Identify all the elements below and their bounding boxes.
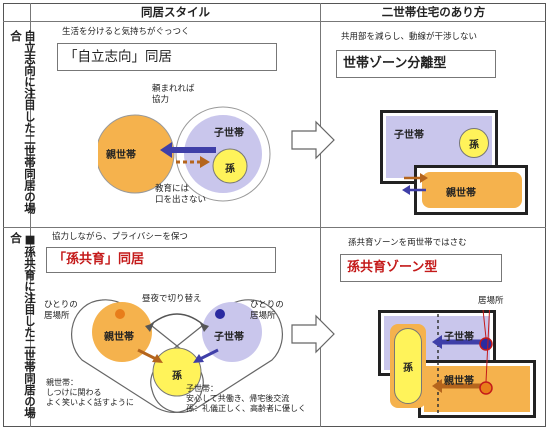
row2-left-diagram xyxy=(71,299,283,413)
column-divider xyxy=(320,3,321,427)
plan2-overlay xyxy=(432,310,493,416)
row2-label: ■孫共育に注目した二世帯同居の場合 xyxy=(9,232,37,419)
parent-place-label: ひとりの 居場所 xyxy=(44,300,78,321)
row2-left-title: 「孫共育」同居 xyxy=(46,247,276,273)
row1-left-title: 「自立志向」同居 xyxy=(57,43,277,71)
child-place-label: ひとりの 居場所 xyxy=(250,300,284,321)
child-label: 子世帯 xyxy=(214,128,244,139)
table-frame xyxy=(3,3,546,427)
row1-left-diagram: 親世帯 子世帯 孫 xyxy=(98,104,318,222)
grandchild-zone: 孫 xyxy=(394,328,422,404)
plan1-arrows xyxy=(402,173,428,195)
label-column-divider xyxy=(30,3,31,427)
header-divider xyxy=(3,21,546,22)
row1-label: 自立志向に注目した二世帯同居の場合 xyxy=(9,30,37,214)
row1-left-caption: 生活を分けると気持ちがぐっつく xyxy=(62,27,190,37)
parent-note: 親世帯： しつけに関わる よく笑いよく話すように xyxy=(46,378,134,407)
help-arrow-head xyxy=(160,142,172,158)
row2-transition-arrow xyxy=(291,314,335,354)
switch-label: 昼夜で切り替え xyxy=(142,294,202,304)
row1-note-top: 頼まれれば 協力 xyxy=(152,84,195,105)
plan1-child-label: 子世帯 xyxy=(394,130,424,141)
row1-right-plan: 子世帯 孫 親世帯 xyxy=(380,110,530,218)
grandchild-circle xyxy=(212,148,248,184)
plan2-child-label: 子世帯 xyxy=(444,332,474,343)
row2-right-plan: 孫 子世帯 親世帯 xyxy=(378,310,538,418)
grandchild-label: 孫 xyxy=(225,164,235,175)
place-label: 居場所 xyxy=(478,296,504,306)
row-divider xyxy=(3,227,546,228)
parent-zone xyxy=(422,172,522,208)
row1-right-title: 世帯ゾーン分離型 xyxy=(336,50,496,78)
header-col1: 同居スタイル xyxy=(141,5,210,19)
row2-grandchild-label: 孫 xyxy=(172,371,182,382)
row1-transition-arrow xyxy=(291,120,335,160)
parent-circle xyxy=(98,114,175,194)
child-note: 子世帯： 安心して共働き、帰宅後交流 孫：礼儀正しく、高齢者に優しく xyxy=(186,384,306,413)
row2-left-caption: 協力しながら、プライバシーを保つ xyxy=(52,232,188,242)
parent-label: 親世帯 xyxy=(106,150,136,161)
plan1-grandchild: 孫 xyxy=(459,128,489,158)
edu-arrow-head xyxy=(200,156,210,168)
header-col2: 二世帯住宅のあり方 xyxy=(381,5,486,19)
row2-parent-label: 親世帯 xyxy=(104,332,134,343)
row1-note-bottom: 教育には 口を出さない xyxy=(155,184,207,205)
row2-child-label: 子世帯 xyxy=(214,332,244,343)
plan1-parent-label: 親世帯 xyxy=(446,188,476,199)
row2-right-title: 孫共育ゾーン型 xyxy=(340,254,502,282)
row1-right-caption: 共用部を減らし、動線が干渉しない xyxy=(341,32,478,42)
row2-right-caption: 孫共育ゾーンを両世帯ではさむ xyxy=(348,238,467,248)
plan2-parent-label: 親世帯 xyxy=(444,376,474,387)
